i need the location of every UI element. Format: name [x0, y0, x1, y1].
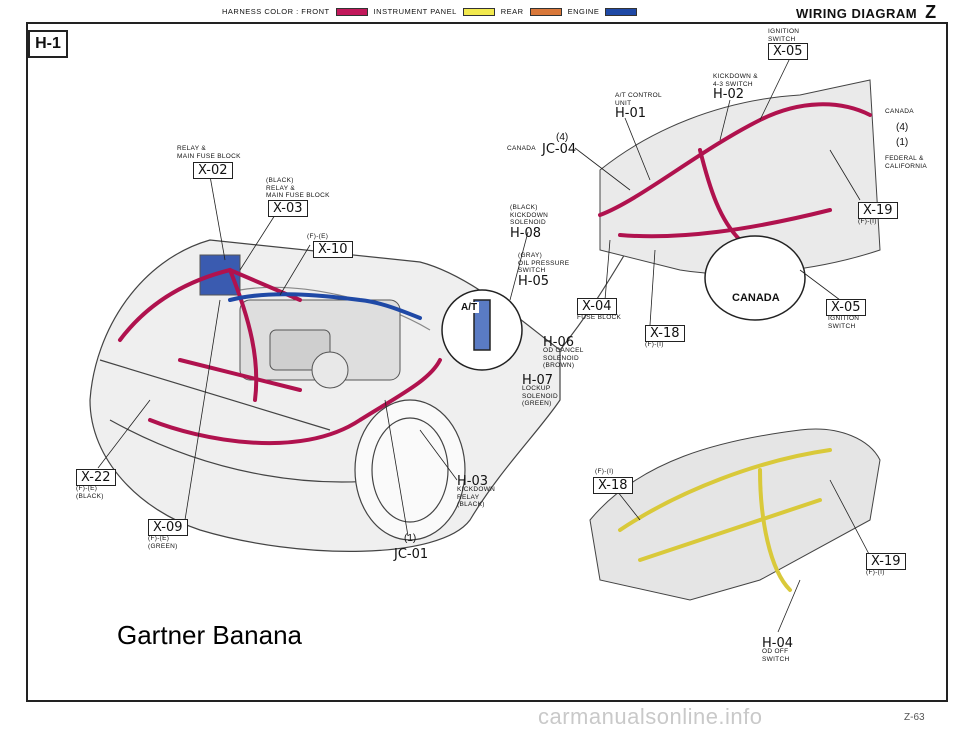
- h07-desc-text: LOCKUP SOLENOID (GREEN): [522, 385, 558, 407]
- jc04-circle-num: 4: [559, 132, 565, 143]
- overlay-text: Gartner Banana: [117, 620, 303, 650]
- h07-code: H-07: [522, 373, 554, 388]
- federal-desc-text: FEDERAL & CALIFORNIA: [885, 155, 928, 170]
- h08-code: H-08: [510, 226, 542, 241]
- kick-code: H-02: [713, 87, 745, 102]
- h08-desc-text: (BLACK) KICKDOWN SOLENOID: [510, 204, 549, 226]
- x09-desc-text: (F)-(E) (GREEN): [148, 535, 178, 550]
- ign-desc: IGNITION SWITCH: [768, 28, 799, 43]
- engine-harness: [228, 292, 422, 320]
- circle4-right: (4): [896, 122, 909, 133]
- canada-badge: CANADA: [732, 292, 780, 304]
- kick-desc-text: KICKDOWN & 4-3 SWITCH: [713, 73, 758, 88]
- x19-top-desc: (F)-(I): [858, 218, 877, 225]
- h06-desc-text: OD CANCEL SOLENOID (BROWN): [543, 347, 584, 369]
- h07-desc: LOCKUP SOLENOID (GREEN): [522, 385, 558, 408]
- x22-desc: (F)-(E) (BLACK): [76, 485, 104, 500]
- h06-desc: OD CANCEL SOLENOID (BROWN): [543, 347, 584, 370]
- x03-desc: (BLACK) RELAY & MAIN FUSE BLOCK: [266, 177, 330, 200]
- canada-detail: [704, 235, 806, 321]
- x02-code: X-02: [193, 162, 233, 179]
- x03-desc-text: (BLACK) RELAY & MAIN FUSE BLOCK: [266, 177, 330, 199]
- h04-desc: OD OFF SWITCH: [762, 648, 789, 663]
- x18-code: X-18: [645, 325, 685, 342]
- h05-desc: (GRAY) OIL PRESSURE SWITCH: [518, 252, 569, 275]
- legend-swatch-engine: [605, 7, 638, 16]
- x02-desc-text: RELAY & MAIN FUSE BLOCK: [177, 145, 241, 160]
- harness-color-legend: HARNESS COLOR : FRONT INSTRUMENT PANEL R…: [222, 7, 638, 16]
- x19b-code: X-19: [866, 553, 906, 570]
- circle4-right-num: 4: [899, 122, 905, 133]
- kick-desc: KICKDOWN & 4-3 SWITCH: [713, 73, 758, 88]
- h04-code: H-04: [762, 636, 794, 651]
- x02-desc: RELAY & MAIN FUSE BLOCK: [177, 145, 241, 160]
- leader-lines: [97, 57, 871, 633]
- x22-desc-text: (F)-(E) (BLACK): [76, 485, 104, 500]
- x04-code: X-04: [577, 298, 617, 315]
- legend-label-rear: REAR: [500, 7, 524, 16]
- legend-swatch-rear: [529, 7, 562, 16]
- x10-code: X-10: [313, 241, 353, 258]
- legend-swatch-instrument-panel: [462, 7, 495, 16]
- ign-desc-text: IGNITION SWITCH: [768, 28, 800, 43]
- x04-desc: FUSE BLOCK: [577, 314, 622, 321]
- x10-desc: (F)-(E): [307, 233, 329, 240]
- section-id-box: H-1: [28, 30, 68, 58]
- x22-code: X-22: [76, 469, 116, 486]
- at-detail: [441, 289, 523, 371]
- x09-code: X-09: [148, 519, 188, 536]
- h05-desc-text: (GRAY) OIL PRESSURE SWITCH: [518, 252, 570, 274]
- x05b-desc: IGNITION SWITCH: [828, 315, 859, 330]
- title-letter: Z: [925, 2, 937, 22]
- jc04-prefix: CANADA: [507, 145, 536, 152]
- jc01-circle: (1): [404, 533, 417, 544]
- h05-code: H-05: [518, 274, 550, 289]
- circle1-right-num: 1: [899, 137, 905, 148]
- x03-code: X-03: [268, 200, 308, 217]
- jc01-code: JC-01: [394, 547, 429, 562]
- h03-code: H-03: [457, 474, 489, 489]
- front-harness: [118, 267, 442, 446]
- atc-desc: A/T CONTROL UNIT: [615, 92, 662, 107]
- x19-top-code: X-19: [858, 202, 898, 219]
- x19b-desc: (F)-(I): [866, 569, 885, 576]
- canada-right: CANADA: [885, 108, 914, 115]
- x05b-code: X-05: [826, 299, 866, 316]
- h03-desc-text: KICKDOWN RELAY (BLACK): [457, 486, 496, 508]
- h03-desc: KICKDOWN RELAY (BLACK): [457, 486, 495, 509]
- title-text: WIRING DIAGRAM: [796, 6, 918, 21]
- instrument-panel-harness: [618, 448, 832, 592]
- x05b-desc-text: IGNITION SWITCH: [828, 315, 860, 330]
- car-body: [89, 229, 641, 552]
- jc01-circle-num: 1: [407, 533, 413, 544]
- at-label: A/T: [459, 302, 480, 313]
- jc04-code: JC-04: [542, 142, 577, 157]
- h06-code: H-06: [543, 335, 575, 350]
- dashboard-upper-harness: [598, 102, 872, 242]
- h08-desc: (BLACK) KICKDOWN SOLENOID: [510, 204, 548, 227]
- legend-label-engine: ENGINE: [567, 7, 600, 16]
- legend-label-instrument-panel: INSTRUMENT PANEL: [373, 7, 457, 16]
- circle1-right: (1): [896, 137, 909, 148]
- ign-code: X-05: [768, 43, 808, 60]
- x18b-desc: (F)-(I): [595, 468, 614, 475]
- legend-swatch-front: [335, 7, 368, 16]
- wiring-diagram-title: WIRING DIAGRAM Z: [796, 2, 937, 23]
- atc-desc-text: A/T CONTROL UNIT: [615, 92, 662, 107]
- diagram-frame: [26, 22, 948, 702]
- x18b-code: X-18: [593, 477, 633, 494]
- jc04-circle: (4): [556, 132, 569, 143]
- h04-desc-text: OD OFF SWITCH: [762, 648, 790, 663]
- x09-desc: (F)-(E) (GREEN): [148, 535, 178, 550]
- site-watermark: carmanualsonline.info: [538, 704, 763, 729]
- page-number: Z-63: [904, 712, 925, 723]
- atc-code: H-01: [615, 106, 647, 121]
- x18-desc: (F)-(I): [645, 341, 664, 348]
- federal-desc: FEDERAL & CALIFORNIA: [885, 155, 927, 170]
- instrument-panel: [589, 428, 881, 601]
- legend-prefix: HARNESS COLOR : FRONT: [222, 7, 330, 16]
